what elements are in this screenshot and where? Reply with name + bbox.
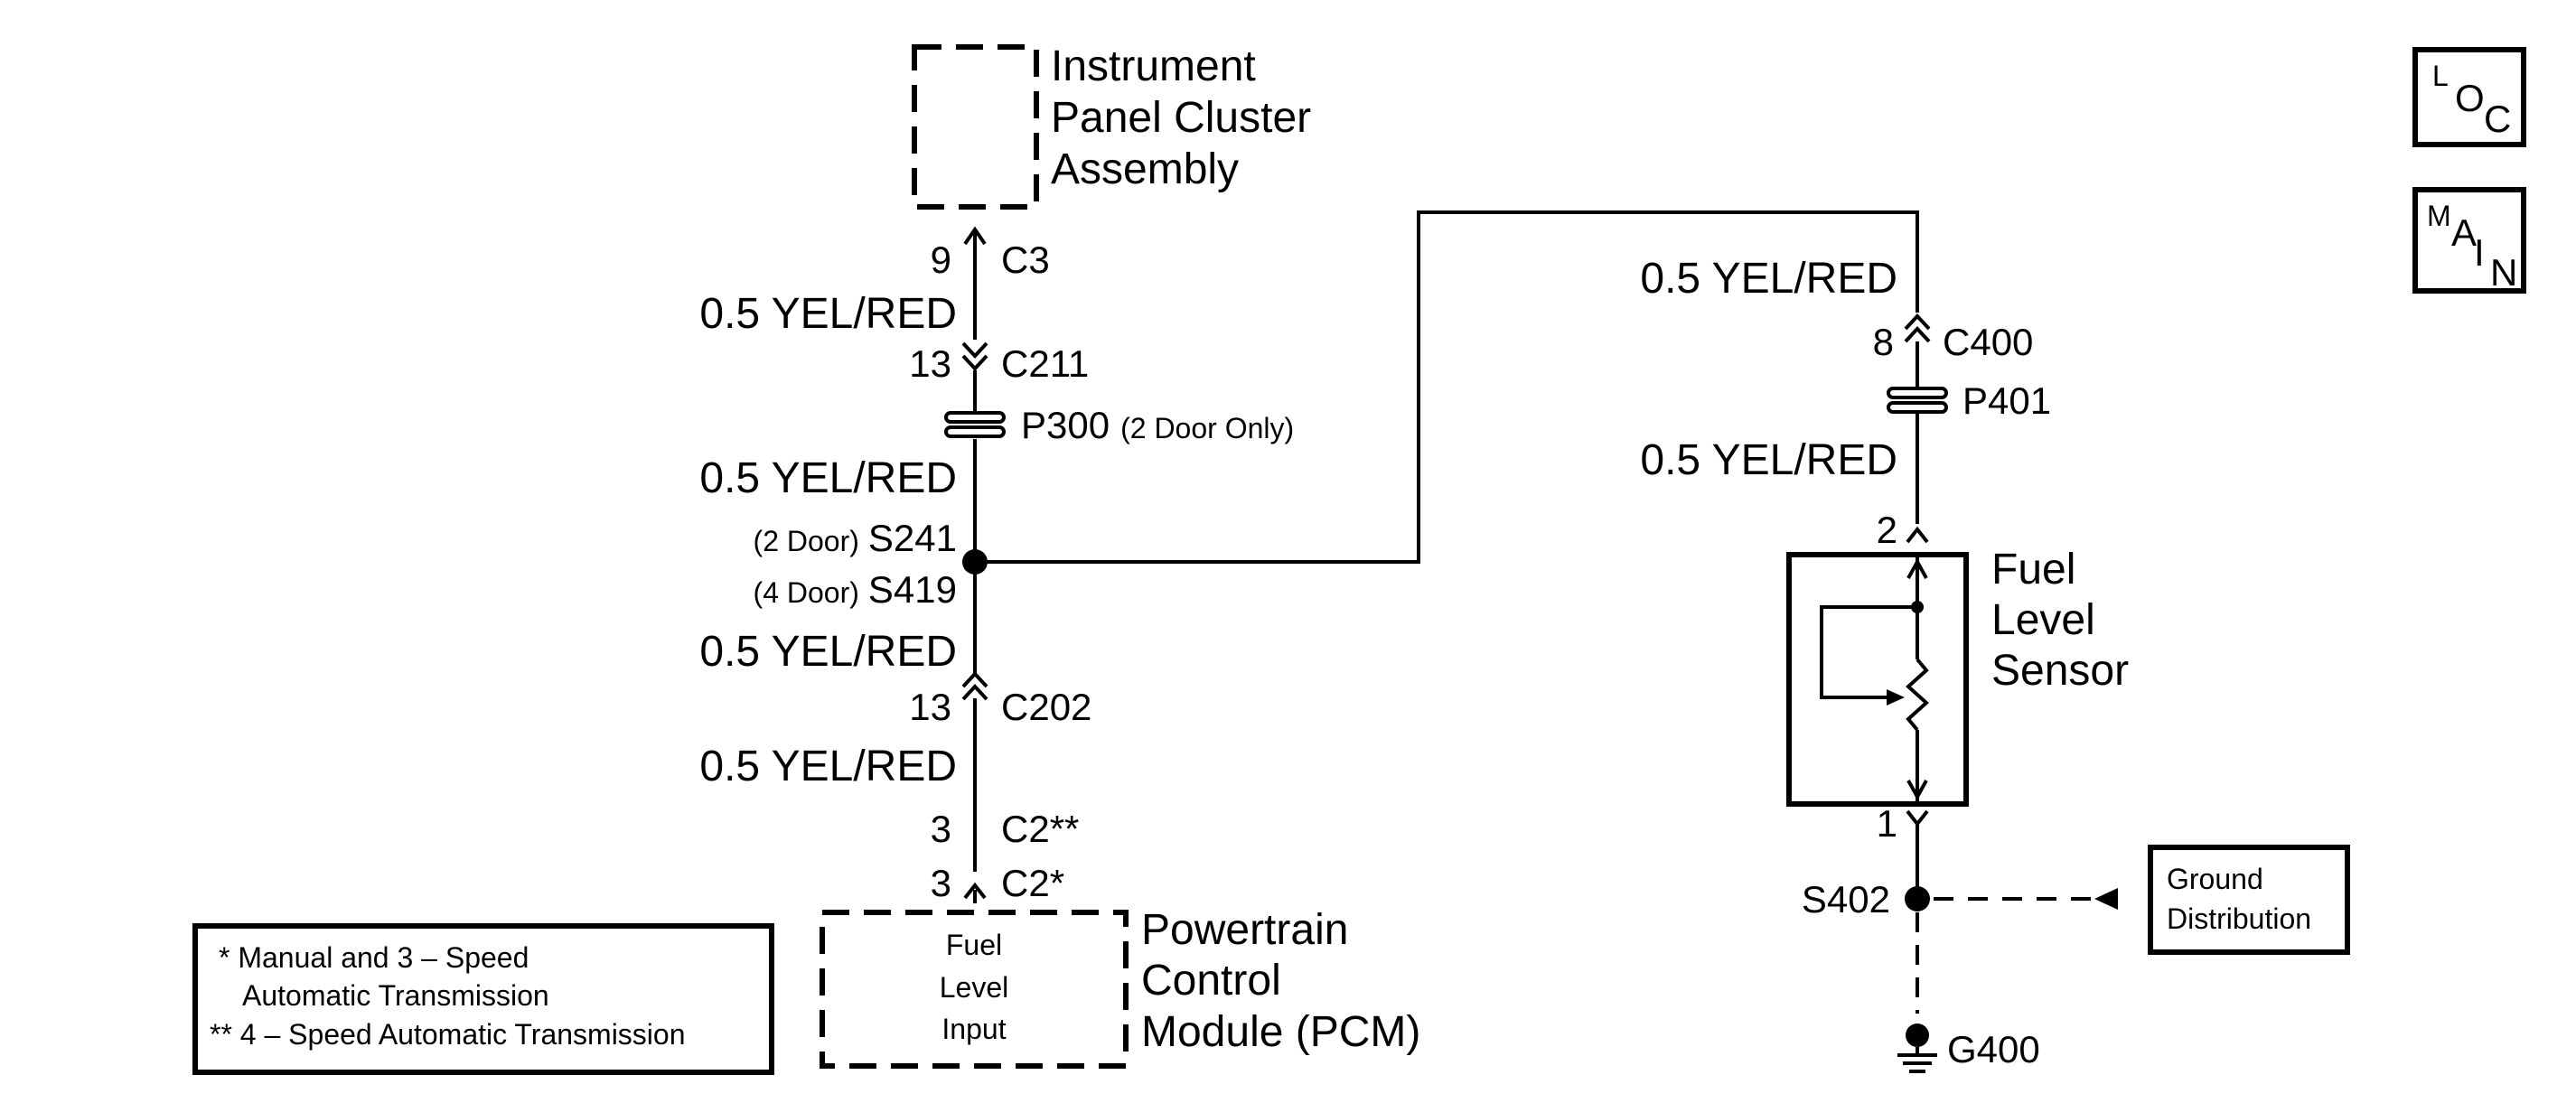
pcm-input-3: Input (941, 1013, 1006, 1045)
svg-text:L: L (2432, 60, 2449, 92)
sensor-label-2: Level (1991, 596, 2095, 644)
cross-wire (975, 210, 1919, 564)
c400-connector-icon (1904, 313, 1931, 343)
legend-line-1: * Manual and 3 – Speed (219, 941, 529, 974)
c2-connector-b: C2* (1001, 862, 1064, 904)
ipc-label-1: Instrument (1051, 42, 1256, 90)
c3-connector: C3 (1001, 238, 1050, 281)
c202-pin: 13 (909, 686, 951, 728)
ground-g400-label: G400 (1947, 1028, 2040, 1070)
c202-connector-icon (961, 671, 988, 701)
main-button[interactable]: M A I N (2412, 187, 2526, 294)
legend-line-2: Automatic Transmission (242, 979, 549, 1012)
c2-pin-b: 3 (931, 862, 951, 904)
c400-connector: C400 (1943, 321, 2033, 363)
c2-pin-a: 3 (931, 808, 951, 850)
ground-distribution-label-1: Ground (2167, 863, 2263, 895)
loc-button[interactable]: L O C (2412, 47, 2526, 147)
right-wire-label-1: 0.5 YEL/RED (1640, 255, 1897, 303)
c400-pin: 8 (1873, 321, 1894, 363)
ground-g400-icon (1897, 1024, 1937, 1073)
ipc-label-2: Panel Cluster (1051, 94, 1311, 142)
sensor-junction-dot (1911, 601, 1924, 613)
svg-text:I: I (2474, 231, 2485, 274)
splice-s402[interactable] (1905, 886, 1930, 911)
pcm-input-1: Fuel (946, 929, 1002, 961)
wire-label-2: 0.5 YEL/RED (699, 454, 957, 502)
c211-connector-icon (961, 341, 988, 371)
p300-label: P300(2 Door Only) (1021, 404, 1294, 446)
pcm-label-1: Powertrain (1141, 906, 1348, 954)
c202-connector: C202 (1001, 686, 1091, 728)
c211-pin: 13 (909, 342, 951, 385)
c3-pin: 9 (931, 238, 951, 281)
svg-text:C: C (2484, 98, 2511, 140)
sensor-label-3: Sensor (1991, 647, 2129, 695)
wire-label-3: 0.5 YEL/RED (699, 628, 957, 676)
c211-connector: C211 (1001, 342, 1089, 385)
sensor-pin-2-icon (1906, 526, 1929, 544)
sensor-pin-1: 1 (1877, 802, 1897, 845)
ground-distribution-label-2: Distribution (2167, 902, 2311, 935)
sensor-pin-1-icon (1906, 809, 1929, 827)
c2-connector-a: C2** (1001, 808, 1079, 850)
fuel-level-sensor-box[interactable] (1786, 552, 1969, 807)
svg-text:N: N (2490, 251, 2517, 294)
legend-box (192, 923, 774, 1075)
splice-s402-label: S402 (1802, 878, 1890, 921)
pcm-box[interactable] (820, 910, 1129, 1069)
ipc-box[interactable] (912, 44, 1039, 210)
legend-line-3: ** 4 – Speed Automatic Transmission (210, 1018, 686, 1051)
svg-text:M: M (2427, 200, 2451, 232)
splice-s241-label: (2 Door)S241 (754, 517, 957, 559)
p401-passthrough-icon (1887, 387, 1948, 414)
ipc-label-3: Assembly (1051, 145, 1239, 193)
pcm-label-3: Module (PCM) (1141, 1008, 1420, 1056)
wire-label-4: 0.5 YEL/RED (699, 743, 957, 790)
pcm-label-2: Control (1141, 957, 1281, 1005)
pcm-input-2: Level (940, 971, 1009, 1004)
ground-distribution-arrow-icon (2094, 888, 2118, 910)
splice-s419-label: (4 Door)S419 (754, 568, 957, 611)
p401-label: P401 (1962, 379, 2051, 422)
svg-text:A: A (2451, 211, 2477, 254)
right-wire-label-2: 0.5 YEL/RED (1640, 436, 1897, 484)
c2-connector-icon (963, 882, 987, 900)
sensor-pin-2: 2 (1877, 509, 1897, 551)
ground-distribution-box[interactable] (2148, 845, 2350, 955)
wire-label-1: 0.5 YEL/RED (699, 290, 957, 338)
p300-passthrough-icon (944, 411, 1006, 438)
c3-connector-icon (963, 226, 987, 246)
svg-text:O: O (2455, 77, 2485, 119)
potentiometer-icon (1820, 555, 1929, 804)
sensor-label-1: Fuel (1991, 546, 2075, 594)
wiper-arrow-icon (1887, 689, 1905, 706)
